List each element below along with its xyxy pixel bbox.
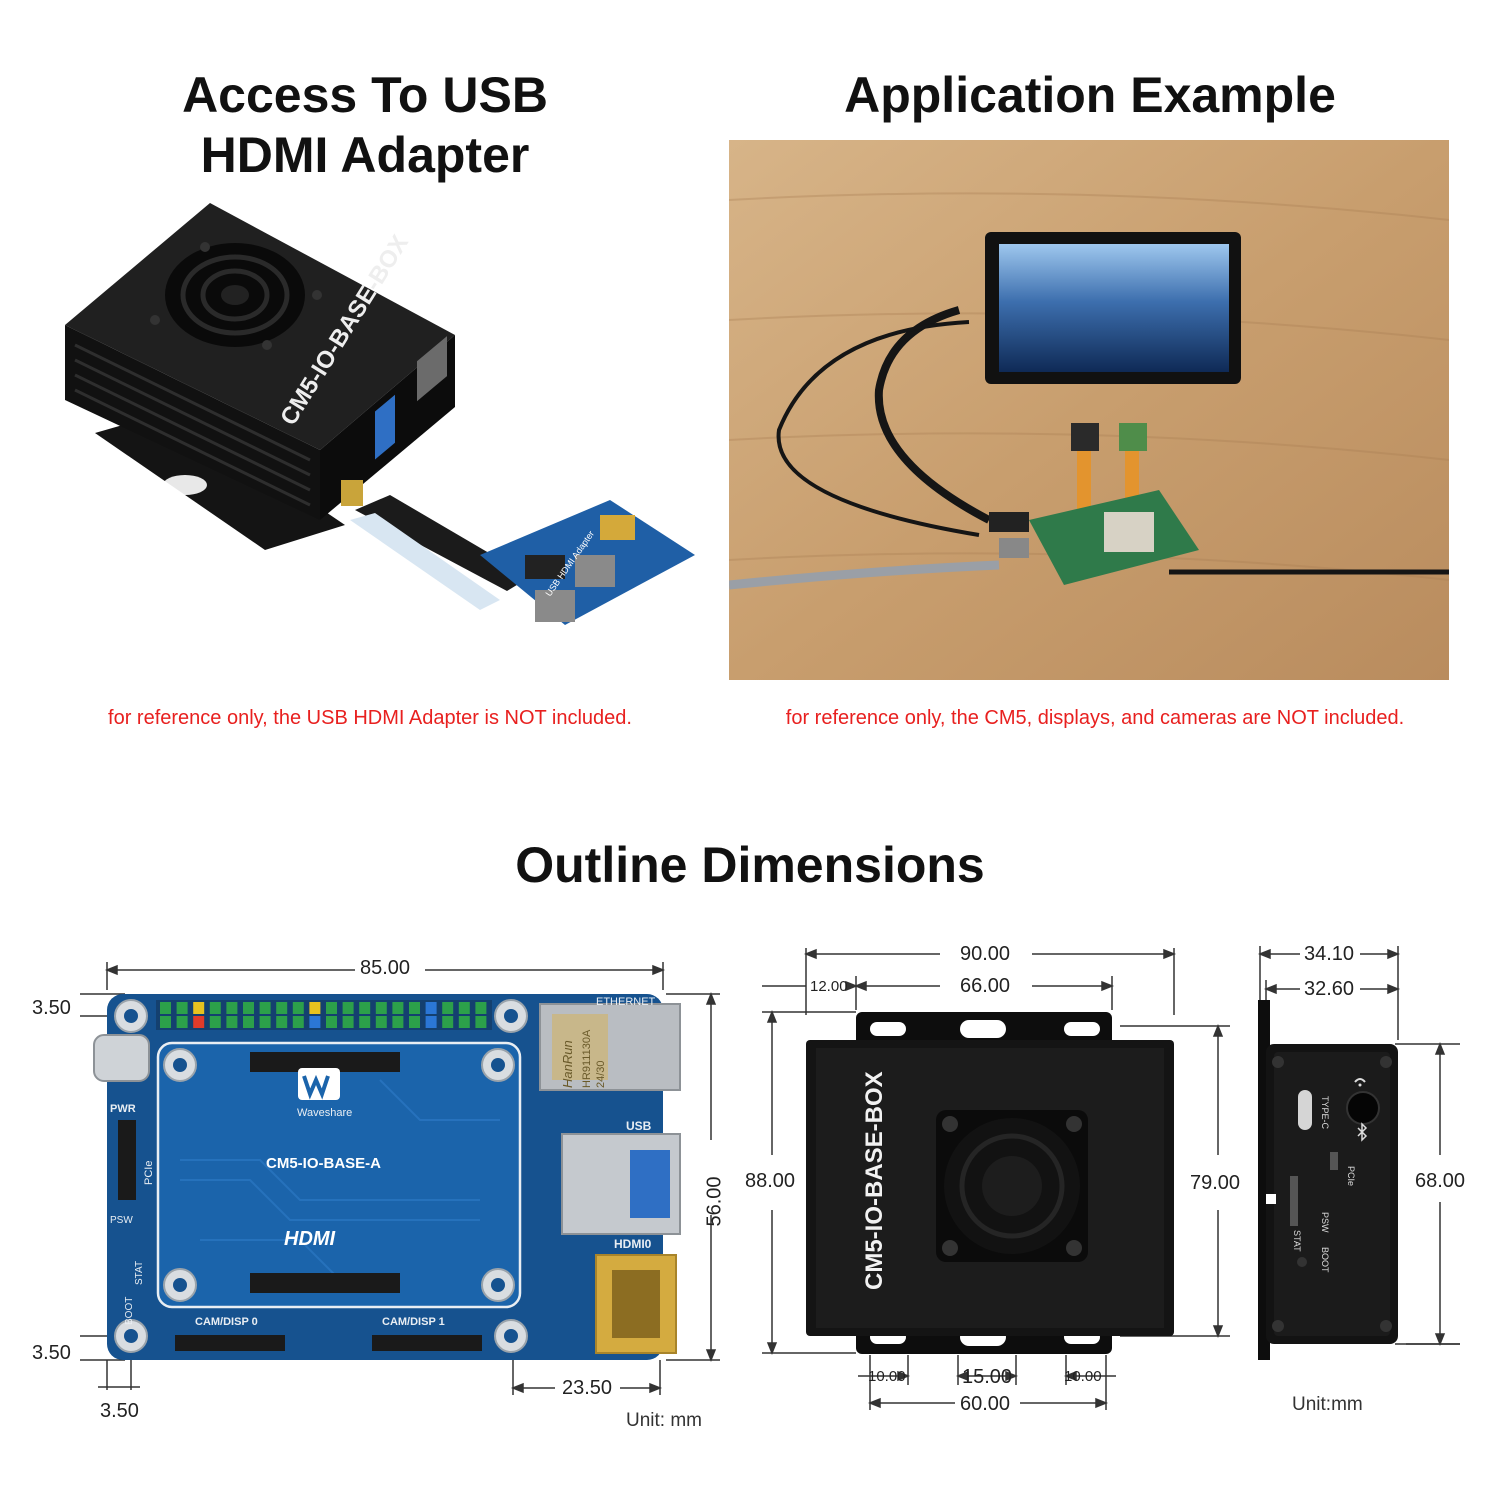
gpio-pin [309,1002,321,1014]
gpio-pin [375,1002,387,1014]
gpio-pin [209,1016,221,1028]
dim-board-top-offset: 3.50 [32,997,71,1019]
eth-chip-code: 24/30 [595,1060,607,1088]
gpio-pin [458,1016,470,1028]
gpio-pin [442,1016,454,1028]
heading-outline: Outline Dimensions [515,837,985,893]
label-cam1: CAM/DISP 1 [382,1316,445,1328]
dim-board-width: 85.00 [360,957,411,979]
label-pcie: PCIe [143,1161,155,1185]
note-adapter: for reference only, the USB HDMI Adapter… [108,707,632,729]
side-label-pcie: PCIe [1346,1166,1356,1186]
gpio-pin [160,1002,171,1014]
note-cm5: for reference only, the CM5, displays, a… [785,707,1405,729]
dim-side-inner-width: 32.60 [1304,978,1355,1000]
gpio-pin [176,1016,188,1028]
board-drawing: HanRun HR911130A 24/30 ETHERNET USB HDMI… [80,962,720,1395]
gpio-pin [392,1016,404,1028]
gpio-pin [259,1002,271,1014]
box-fan-icon [936,1110,1088,1262]
gpio-pin [359,1016,371,1028]
gpio-pin [259,1016,271,1028]
dim-box-overall-height: 88.00 [745,1170,796,1192]
gpio-pin [292,1002,304,1014]
gpio-pin [226,1002,238,1014]
dim-side-width: 34.10 [1304,943,1355,965]
dim-box-left-inset: 12.00 [810,978,848,995]
gpio-header [156,1000,492,1030]
heading-access-line2: HDMI Adapter [200,127,530,183]
label-boot: BOOT [124,1297,135,1325]
side-label-psw: PSW [1320,1212,1330,1233]
gpio-pin [160,1016,171,1028]
gpio-pin [475,1002,487,1014]
gpio-pin [475,1016,487,1028]
heading-access-line1: Access To USB [182,67,548,123]
gpio-pin [226,1016,238,1028]
dim-board-height: 56.00 [703,1176,726,1227]
gpio-pin [458,1002,470,1014]
eth-chip-brand: HanRun [560,1040,575,1088]
gpio-pin [392,1002,404,1014]
gpio-pin [409,1016,420,1028]
gpio-pin [409,1002,420,1014]
wifi-icon [1354,1078,1366,1087]
side-label-stat: STAT [1292,1230,1302,1252]
box-top-label: CM5-IO-BASE-BOX [861,1071,888,1290]
label-psw: PSW [110,1215,133,1226]
application-example-photo [729,140,1449,680]
board-name: CM5-IO-BASE-A [266,1155,381,1172]
waveshare-logo-icon [298,1068,340,1100]
gpio-pin [442,1002,454,1014]
dim-board-bottom-offset: 3.50 [32,1342,71,1364]
dim-board-left-offset: 3.50 [100,1400,139,1422]
hdmi-logo-text: HDMI [284,1228,336,1250]
gpio-pin [326,1002,337,1014]
dim-side-height: 68.00 [1415,1170,1466,1192]
label-cam0: CAM/DISP 0 [195,1316,258,1328]
gpio-pin [193,1002,205,1014]
heading-application: Application Example [844,67,1336,123]
gpio-pin [375,1016,387,1028]
side-label-typec: TYPE-C [1320,1096,1330,1130]
gpio-pin [326,1016,337,1028]
label-usb: USB [626,1119,652,1133]
gpio-pin [176,1002,188,1014]
label-stat: STAT [134,1261,145,1285]
gpio-pin [425,1016,437,1028]
dim-box-bottom-width: 60.00 [960,1393,1011,1415]
board-unit: Unit: mm [626,1410,702,1431]
gpio-pin [342,1002,354,1014]
eth-chip-model: HR911130A [581,1029,593,1088]
dim-box-slot-mid: 15.00 [962,1366,1013,1388]
gpio-pin [276,1002,288,1014]
gpio-pin [276,1016,288,1028]
board-brand: Waveshare [297,1107,352,1119]
dim-board-hdmi-offset: 23.50 [562,1377,613,1399]
bluetooth-icon [1357,1122,1368,1142]
side-label-boot: BOOT [1320,1247,1330,1273]
box-side-drawing: TYPE-C PCIe PSW STAT BOOT [1257,946,1460,1360]
gpio-pin [243,1002,254,1014]
box-top-drawing: CM5-IO-BASE-BOX [762,948,1230,1410]
fan-grille-icon [165,243,305,347]
dim-box-slot-right: 10.00 [1064,1368,1102,1385]
side-unit: Unit:mm [1292,1394,1363,1415]
gpio-pin [342,1016,354,1028]
dim-box-inner-width: 66.00 [960,975,1011,997]
gpio-pin [292,1016,304,1028]
label-hdmi0: HDMI0 [614,1237,652,1251]
gpio-pin [359,1002,371,1014]
gpio-pin [243,1016,254,1028]
gpio-pin [209,1002,221,1014]
dim-box-overall-width: 90.00 [960,943,1011,965]
label-ethernet: ETHERNET [596,996,656,1008]
gpio-pin [193,1016,205,1028]
box-with-adapter-photo: CM5-IO-BASE-BOX USB HDMI Adapter [65,203,695,625]
label-pwr: PWR [110,1103,136,1115]
dim-box-slot-left: 10.00 [868,1368,906,1385]
gpio-pin [309,1016,321,1028]
dim-box-body-height: 79.00 [1190,1172,1241,1194]
gpio-pin [425,1002,437,1014]
